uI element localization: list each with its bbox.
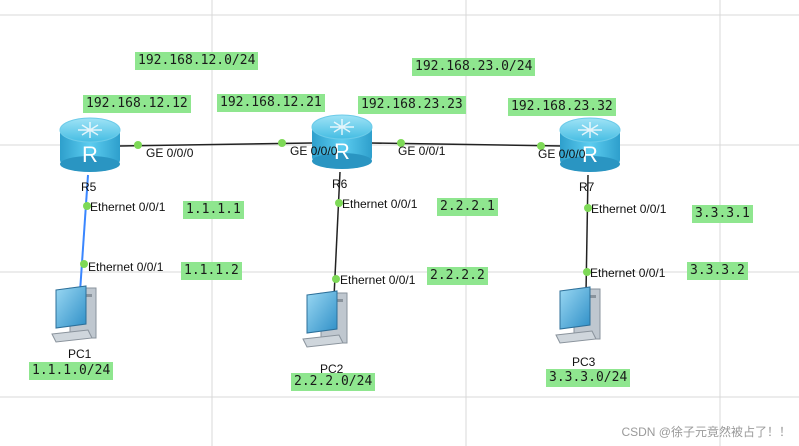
watermark: CSDN @徐子元竟然被占了！！ bbox=[621, 425, 791, 439]
ip-label-pc3-eth: 3.3.3.2 bbox=[687, 262, 748, 280]
port-label-r6-ge1: GE 0/0/1 bbox=[398, 144, 446, 158]
device-name-r5: R5 bbox=[81, 180, 97, 194]
router-r6-icon[interactable] bbox=[311, 114, 373, 169]
pc2-icon[interactable] bbox=[302, 290, 348, 348]
network-label-23: 192.168.23.0/24 bbox=[412, 58, 536, 76]
port-label-r6-ge0: GE 0/0/0 bbox=[290, 144, 338, 158]
port-label-r7-eth: Ethernet 0/0/1 bbox=[591, 202, 667, 216]
ip-label-r5-eth: 1.1.1.1 bbox=[183, 201, 244, 219]
pc1-icon[interactable] bbox=[51, 285, 97, 343]
port-label-pc1-eth: Ethernet 0/0/1 bbox=[88, 260, 164, 274]
ip-label-pc2-eth: 2.2.2.2 bbox=[427, 267, 488, 285]
ip-label-r7-ge: 192.168.23.32 bbox=[508, 98, 616, 116]
device-name-r7: R7 bbox=[579, 180, 595, 194]
device-name-r6: R6 bbox=[332, 177, 348, 191]
router-r7-glyph: R bbox=[582, 142, 598, 167]
ip-label-pc2-net: 2.2.2.0/24 bbox=[291, 373, 376, 391]
router-r5-glyph: R bbox=[82, 142, 98, 167]
device-name-pc3: PC3 bbox=[572, 355, 596, 369]
ip-label-pc1-eth: 1.1.1.2 bbox=[181, 262, 242, 280]
device-name-pc1: PC1 bbox=[68, 347, 92, 361]
port-label-pc3-eth: Ethernet 0/0/1 bbox=[590, 266, 666, 280]
pc3-icon[interactable] bbox=[555, 286, 601, 344]
network-label-12: 192.168.12.0/24 bbox=[135, 52, 259, 70]
port-label-r5-eth: Ethernet 0/0/1 bbox=[90, 200, 166, 214]
router-r5-icon[interactable] bbox=[59, 117, 121, 172]
ip-label-r5-ge: 192.168.12.12 bbox=[83, 95, 191, 113]
port-dots bbox=[80, 139, 592, 283]
port-label-pc2-eth: Ethernet 0/0/1 bbox=[340, 273, 416, 287]
ip-label-r7-eth: 3.3.3.1 bbox=[692, 205, 753, 223]
ip-label-pc3-net: 3.3.3.0/24 bbox=[546, 369, 631, 387]
ip-label-r6-eth: 2.2.2.1 bbox=[437, 198, 498, 216]
ip-label-pc1-net: 1.1.1.0/24 bbox=[29, 362, 114, 380]
ip-label-r6-ge0: 192.168.12.21 bbox=[217, 94, 325, 112]
port-label-r5-ge: GE 0/0/0 bbox=[146, 146, 194, 160]
router-r7-icon[interactable] bbox=[559, 117, 621, 172]
port-label-r7-ge: GE 0/0/0 bbox=[538, 147, 586, 161]
ip-label-r6-ge1: 192.168.23.23 bbox=[358, 96, 466, 114]
link-r5-pc1[interactable] bbox=[79, 174, 89, 293]
device-name-pc2: PC2 bbox=[320, 362, 344, 376]
router-r6-glyph: R bbox=[334, 139, 350, 164]
port-label-r6-eth: Ethernet 0/0/1 bbox=[342, 197, 418, 211]
